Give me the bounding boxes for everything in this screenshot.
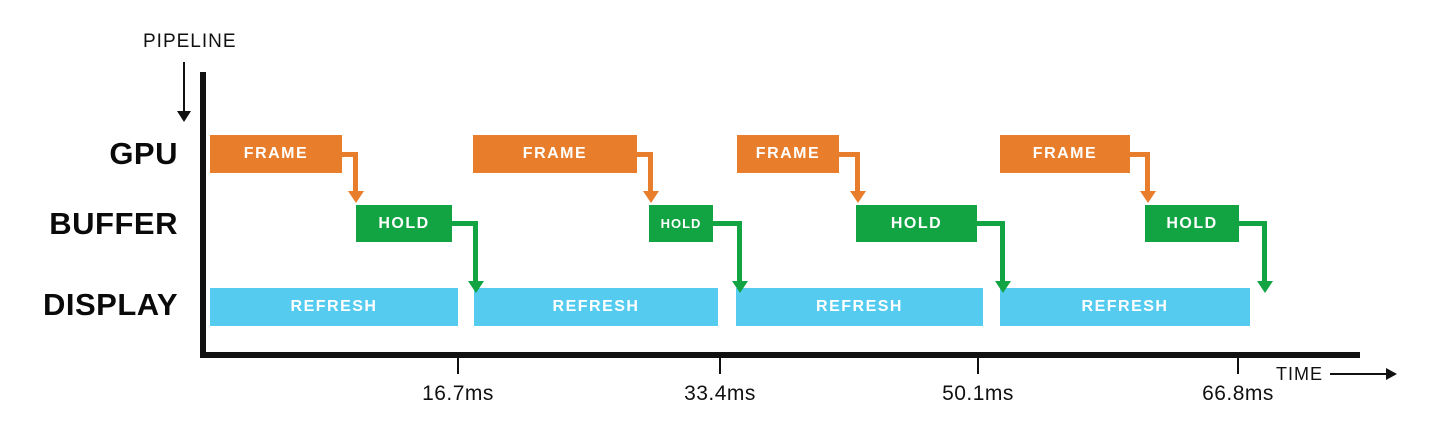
hold-to-refresh-connector-vertical xyxy=(737,221,742,281)
hold-to-refresh-arrowhead-icon xyxy=(1256,281,1273,293)
hold-block-label: HOLD xyxy=(660,216,702,231)
refresh-block: REFRESH xyxy=(736,288,983,326)
frame-block-label: FRAME xyxy=(1032,145,1098,162)
hold-to-refresh-arrowhead-icon xyxy=(994,281,1011,293)
hold-to-refresh-connector-horizontal xyxy=(452,221,478,226)
hold-to-refresh-connector-horizontal xyxy=(1239,221,1267,226)
frame-block-label: FRAME xyxy=(243,145,309,162)
frame-to-hold-connector-vertical xyxy=(855,151,860,191)
frame-to-hold-connector-vertical xyxy=(353,151,358,191)
refresh-block-label: REFRESH xyxy=(290,298,378,315)
hold-to-refresh-connector-vertical xyxy=(1000,221,1005,281)
time-right-arrow-line xyxy=(1330,373,1387,375)
time-axis-title: TIME xyxy=(1276,364,1323,384)
x-axis-tick xyxy=(719,358,721,374)
hold-block-label: HOLD xyxy=(378,214,430,232)
hold-to-refresh-connector-horizontal xyxy=(713,221,742,226)
row-label-display: DISPLAY xyxy=(42,287,178,322)
hold-to-refresh-connector-vertical xyxy=(1262,221,1267,281)
refresh-block: REFRESH xyxy=(474,288,718,326)
time-right-arrow-icon xyxy=(1386,368,1397,380)
y-axis-line xyxy=(200,72,206,358)
x-axis-tick-label: 50.1ms xyxy=(942,382,1014,405)
frame-block-label: FRAME xyxy=(522,145,588,162)
hold-block-label: HOLD xyxy=(890,214,943,232)
frame-block: FRAME xyxy=(737,135,839,173)
row-label-buffer: BUFFER xyxy=(49,206,178,241)
pipeline-axis-title: PIPELINE xyxy=(143,31,237,52)
hold-block: HOLD xyxy=(649,205,713,242)
frame-to-hold-arrowhead-icon xyxy=(1139,191,1156,203)
frame-to-hold-connector-horizontal xyxy=(637,151,653,157)
x-axis-tick-label: 66.8ms xyxy=(1202,382,1274,405)
hold-block: HOLD xyxy=(356,205,452,242)
frame-to-hold-arrowhead-icon xyxy=(347,191,364,203)
frame-to-hold-connector-horizontal xyxy=(1130,151,1150,157)
refresh-block-label: REFRESH xyxy=(552,298,640,315)
frame-block-label: FRAME xyxy=(755,145,821,162)
refresh-block-label: REFRESH xyxy=(816,298,903,315)
frame-to-hold-connector-vertical xyxy=(648,151,653,191)
row-label-gpu: GPU xyxy=(109,136,178,171)
refresh-block: REFRESH xyxy=(1000,288,1250,326)
refresh-block-label: REFRESH xyxy=(1081,298,1169,315)
x-axis-tick xyxy=(457,358,459,374)
hold-to-refresh-arrowhead-icon xyxy=(731,281,748,293)
x-axis-tick xyxy=(1237,358,1239,374)
frame-block: FRAME xyxy=(473,135,637,173)
frame-to-hold-connector-horizontal xyxy=(839,151,860,157)
x-axis-tick-label: 16.7ms xyxy=(422,382,494,405)
frame-block: FRAME xyxy=(1000,135,1130,173)
hold-to-refresh-arrowhead-icon xyxy=(467,281,484,293)
hold-block: HOLD xyxy=(856,205,977,242)
hold-block-label: HOLD xyxy=(1166,214,1218,232)
pipeline-down-arrow-line xyxy=(183,62,185,111)
x-axis-line xyxy=(200,352,1360,358)
hold-to-refresh-connector-horizontal xyxy=(977,221,1005,226)
frame-to-hold-connector-vertical xyxy=(1145,151,1150,191)
pipeline-down-arrow-icon xyxy=(177,111,191,122)
x-axis-tick-label: 33.4ms xyxy=(684,382,756,405)
x-axis-tick xyxy=(977,358,979,374)
frame-to-hold-arrowhead-icon xyxy=(642,191,659,203)
hold-to-refresh-connector-vertical xyxy=(473,221,478,281)
hold-block: HOLD xyxy=(1145,205,1239,242)
refresh-block: REFRESH xyxy=(210,288,458,326)
frame-to-hold-arrowhead-icon xyxy=(849,191,866,203)
frame-to-hold-connector-horizontal xyxy=(342,151,358,157)
frame-block: FRAME xyxy=(210,135,342,173)
